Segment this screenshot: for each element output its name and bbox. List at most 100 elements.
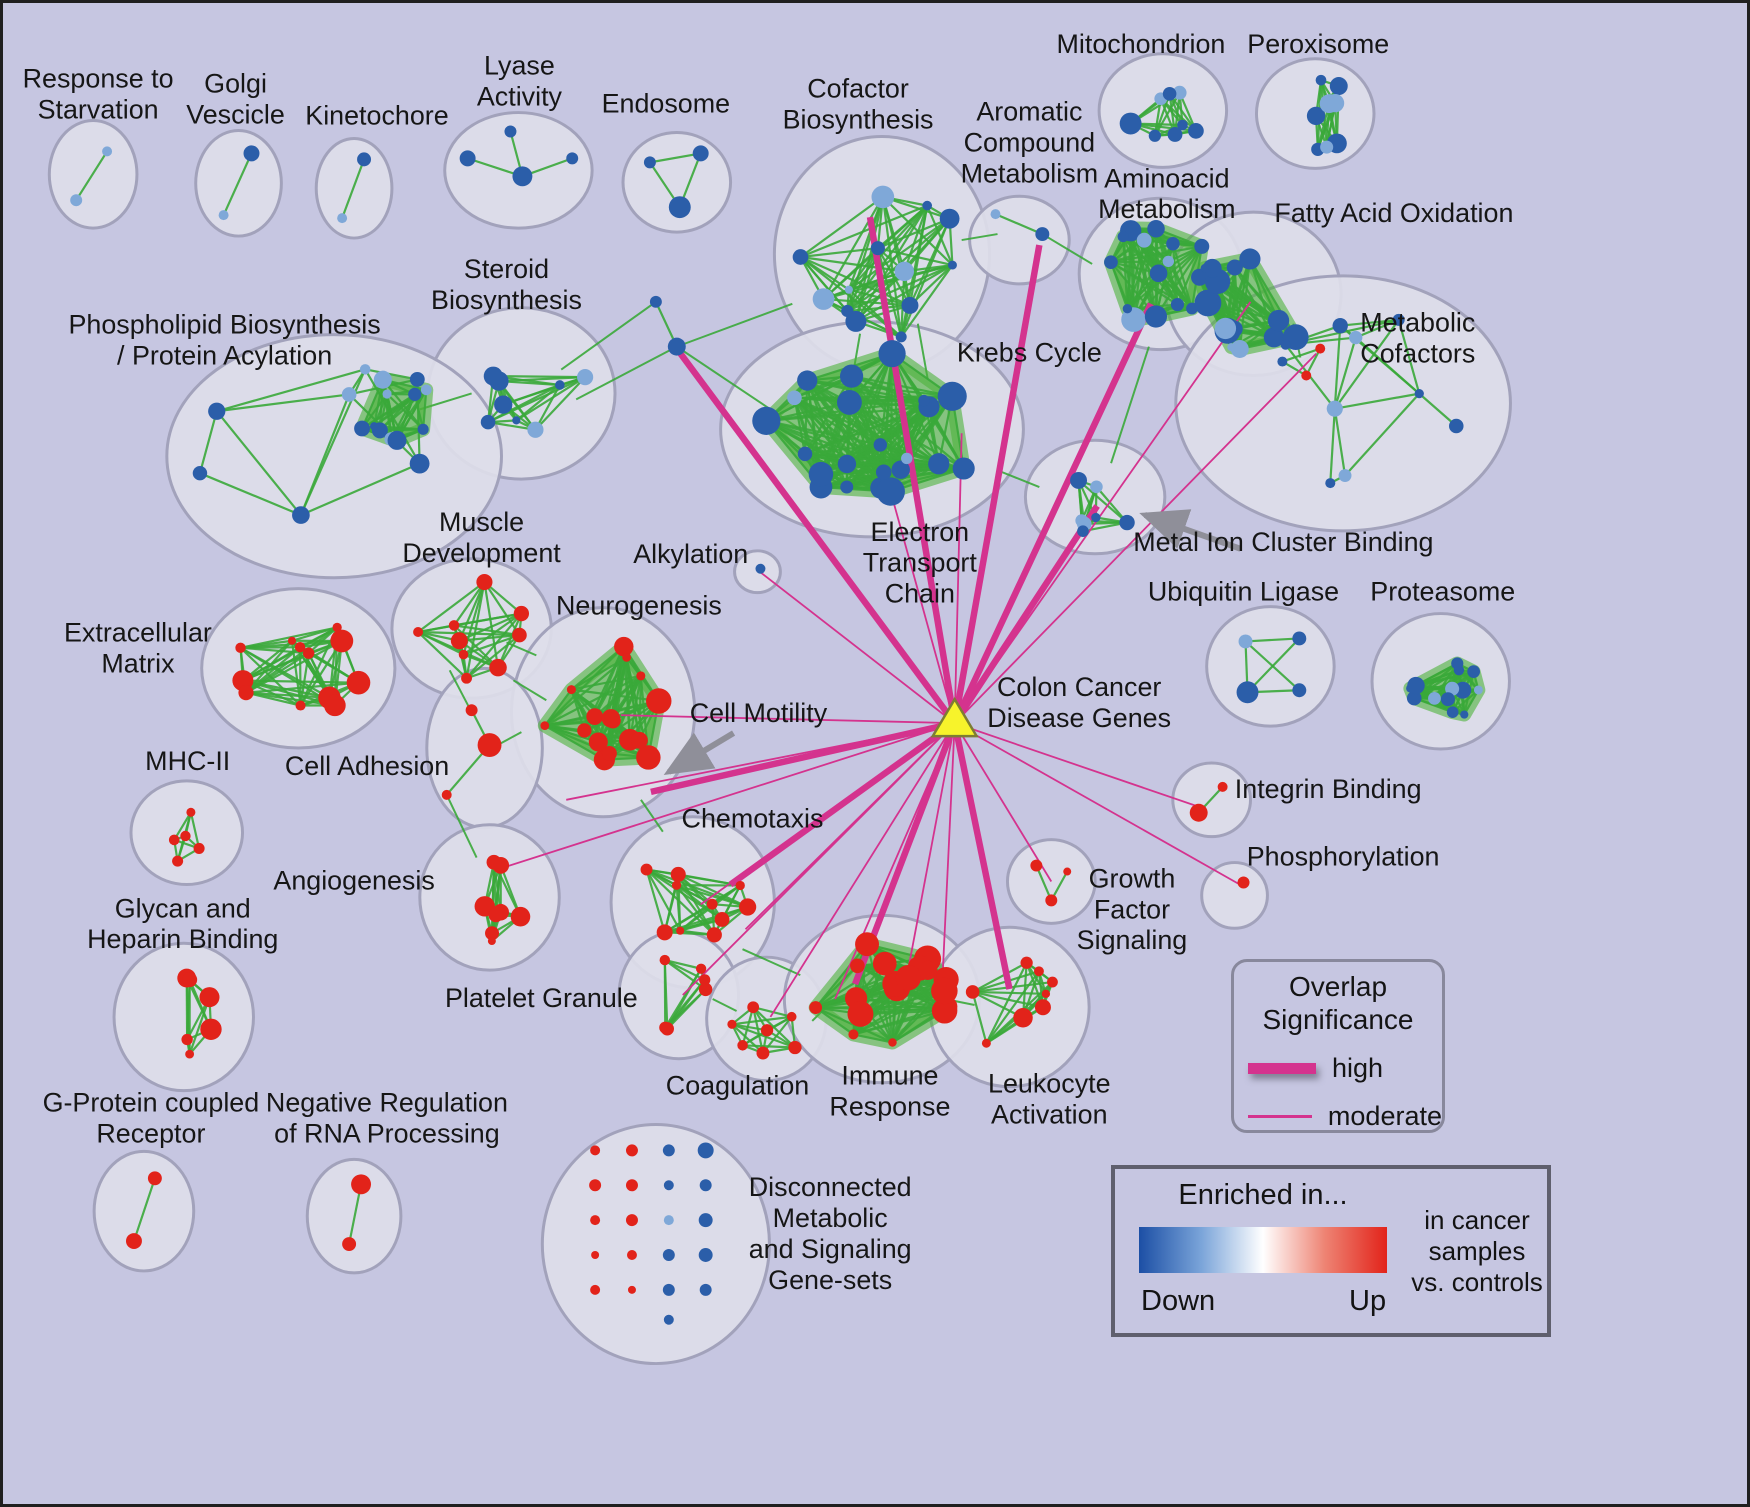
- gene-set-node: [330, 629, 354, 653]
- gene-set-node: [875, 464, 892, 480]
- gene-set-node: [698, 1248, 713, 1262]
- gene-overlap-edge: [807, 379, 925, 402]
- gene-set-node: [1446, 706, 1459, 718]
- gene-set-node: [591, 1251, 600, 1259]
- gene-set-node: [180, 830, 191, 842]
- gene-set-node: [1230, 339, 1249, 358]
- gene-overlap-edge: [645, 869, 682, 932]
- gene-set-node: [1170, 297, 1185, 312]
- gene-set-node: [294, 642, 306, 653]
- gene-overlap-edge: [417, 631, 468, 680]
- layer-hub: [930, 696, 979, 738]
- inter-cluster-edge: [448, 669, 473, 713]
- gene-set-node: [918, 960, 938, 981]
- gene-set-node: [1326, 400, 1343, 417]
- gene-overlap-edge: [848, 401, 908, 460]
- gene-overlap-edge: [222, 152, 253, 216]
- overlap-legend-title: Overlap Significance: [1234, 970, 1442, 1036]
- gene-set-node: [735, 880, 745, 891]
- gene-overlap-edge: [373, 393, 389, 427]
- gene-set-node: [588, 732, 608, 752]
- gene-set-node: [671, 880, 682, 890]
- gene-set-node: [1428, 691, 1441, 705]
- gene-set-node: [208, 402, 226, 420]
- gene-overlap-edge: [649, 152, 701, 164]
- gene-overlap-edge: [853, 1033, 893, 1044]
- gene-overlap-edge: [1282, 347, 1321, 363]
- label-mitochondrion: Mitochondrion: [1057, 29, 1226, 59]
- gene-overlap-edge: [299, 653, 310, 706]
- gene-overlap-edge: [876, 247, 903, 338]
- gene-overlap-edge: [800, 204, 928, 259]
- inter-cluster-edge: [1110, 346, 1150, 464]
- gene-set-node: [1194, 238, 1210, 254]
- gene-overlap-edge: [1077, 479, 1128, 524]
- gene-overlap-edge: [597, 657, 628, 743]
- gene-set-node: [922, 200, 933, 211]
- gene-set-node: [295, 700, 306, 711]
- label-proteasome: Proteasome: [1370, 577, 1515, 607]
- inter-cluster-edge: [961, 233, 998, 242]
- gene-overlap-edge: [422, 389, 428, 430]
- gene-overlap-edge: [1305, 348, 1322, 377]
- overlap-significance-legend: Overlap Significance high moderate: [1231, 959, 1445, 1133]
- gene-overlap-edge: [846, 247, 879, 312]
- label-ubiquitin-ligase: Ubiquitin Ligase: [1148, 577, 1339, 607]
- gene-overlap-edge: [900, 218, 951, 338]
- gene-set-node: [1020, 956, 1033, 969]
- gene-set-node: [458, 649, 469, 660]
- gene-overlap-edge: [417, 631, 464, 656]
- label-metal-ion-cluster-binding: Metal Ion Cluster Binding: [1133, 527, 1433, 557]
- gene-set-node: [601, 745, 617, 761]
- gene-overlap-edge: [1433, 662, 1459, 699]
- gene-overlap-edge: [848, 401, 885, 473]
- gene-overlap-edge: [814, 1006, 855, 1036]
- gene-set-node: [1263, 327, 1285, 348]
- gene-overlap-edge: [291, 626, 338, 642]
- gene-set-node: [510, 906, 531, 927]
- gene-set-node: [504, 125, 517, 138]
- gene-overlap-edge: [846, 196, 884, 312]
- gene-set-node: [755, 563, 766, 574]
- disease-overlap-edge-high: [951, 722, 1013, 990]
- gene-set-node: [238, 685, 254, 701]
- gene-set-node: [698, 1213, 713, 1228]
- gene-overlap-edge: [1463, 689, 1480, 716]
- gene-set-node: [218, 210, 229, 221]
- gene-overlap-edge: [1122, 236, 1157, 317]
- gene-overlap-edge: [972, 990, 1046, 995]
- overlap-legend-title-line2: Significance: [1262, 1004, 1414, 1035]
- gene-overlap-edge: [186, 979, 191, 1040]
- gene-overlap-edge: [198, 410, 218, 474]
- gene-set-node: [302, 647, 315, 659]
- gene-set-node: [486, 854, 502, 870]
- gene-set-node: [1325, 478, 1336, 489]
- gene-set-node: [809, 1001, 823, 1014]
- gene-set-node: [487, 937, 496, 946]
- gene-set-node: [792, 249, 809, 265]
- label-integrin-binding: Integrin Binding: [1235, 774, 1422, 804]
- gene-set-node: [465, 704, 478, 717]
- gene-set-node: [566, 685, 576, 695]
- gene-overlap-edge: [462, 612, 523, 656]
- gene-set-node: [697, 1142, 714, 1159]
- gene-set-node: [346, 670, 371, 695]
- gene-set-node: [476, 574, 493, 591]
- gene-set-node: [480, 414, 496, 430]
- gene-set-node: [659, 954, 671, 966]
- disease-overlap-edge-moderate: [757, 570, 956, 724]
- gene-set-node: [1136, 232, 1152, 248]
- gene-set-node: [788, 1040, 802, 1055]
- gene-set-node: [1392, 313, 1405, 326]
- gene-set-node: [627, 1285, 636, 1294]
- gene-set-node: [1172, 85, 1187, 100]
- gene-set-node: [1119, 514, 1135, 531]
- gene-overlap-edge: [348, 1184, 363, 1245]
- gene-set-node: [357, 152, 372, 167]
- cluster-ubiquitin-ligase: [1205, 605, 1336, 728]
